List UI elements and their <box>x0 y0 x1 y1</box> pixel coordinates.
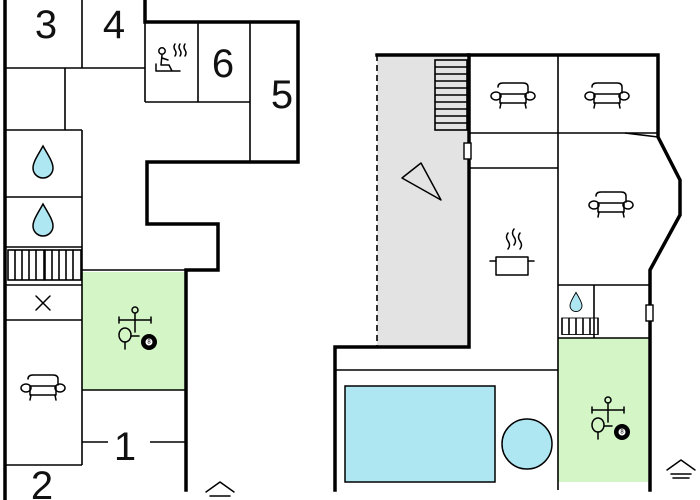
hot-tub <box>501 418 553 470</box>
sofa-icon <box>490 82 536 109</box>
cooking-pot-icon <box>489 228 535 276</box>
room-3-label: 3 <box>35 3 57 47</box>
door-marker <box>463 142 472 160</box>
room-5-label: 5 <box>271 73 293 117</box>
room-4-label: 4 <box>103 3 125 47</box>
sofa-icon <box>584 82 630 109</box>
water-drop-icon <box>32 203 54 237</box>
water-drop-icon <box>569 291 583 313</box>
left-building <box>3 0 300 500</box>
heater-icon <box>7 249 45 281</box>
pool <box>344 385 496 483</box>
room-6-label: 6 <box>212 42 234 86</box>
entrance-icon <box>666 459 696 479</box>
cross-icon <box>35 295 51 311</box>
sofa-icon <box>588 191 634 218</box>
terrace-arrow-icon <box>401 162 442 201</box>
heater-icon <box>561 317 599 336</box>
heater-icon <box>44 249 82 281</box>
door-marker <box>645 304 654 322</box>
room-1-label: 1 <box>114 425 136 469</box>
water-drop-icon <box>32 145 54 179</box>
sofa-icon <box>20 374 66 401</box>
stairs-icon <box>434 59 468 131</box>
right-building <box>333 53 682 492</box>
room-2-label: 2 <box>31 464 53 500</box>
sauna-icon <box>155 43 187 72</box>
entrance-icon <box>205 481 235 497</box>
games-room-left-fill <box>82 272 186 390</box>
terrace-fill <box>377 55 467 347</box>
